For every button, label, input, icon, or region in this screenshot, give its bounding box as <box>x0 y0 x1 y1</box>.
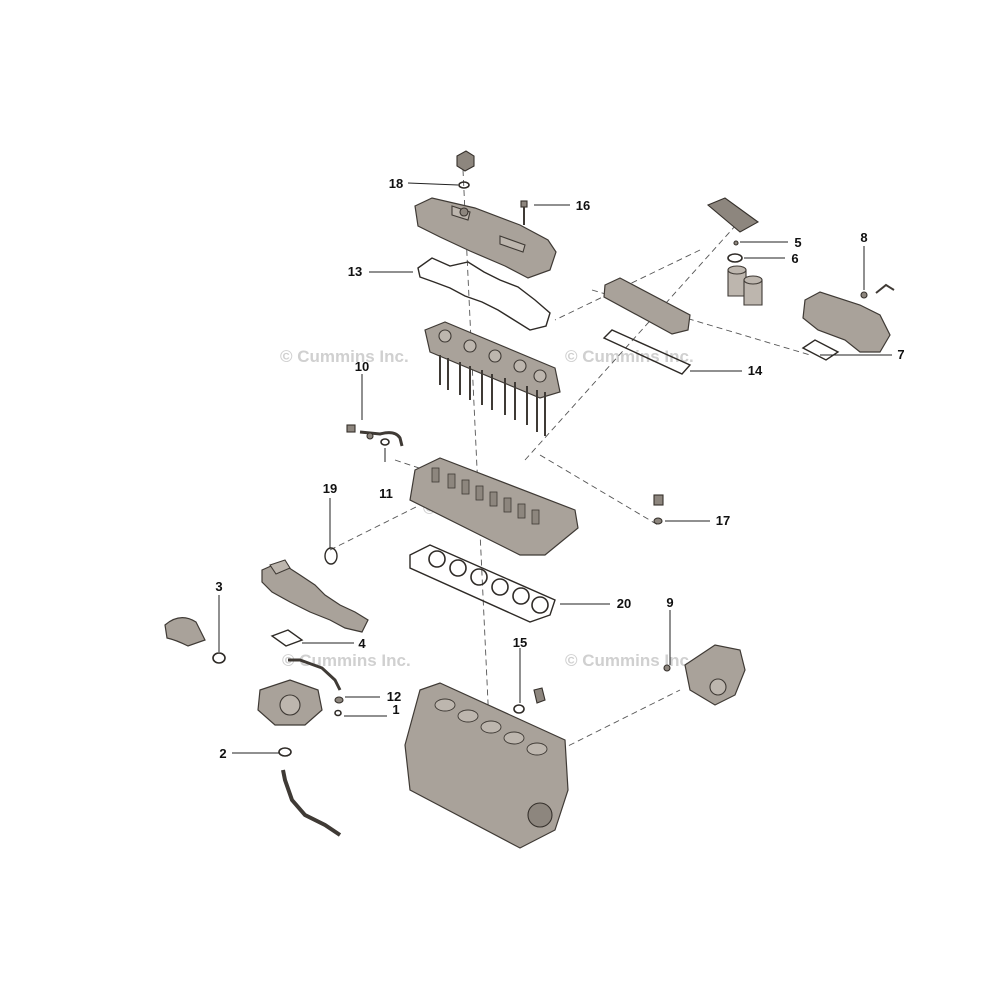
oil-supply-tube <box>288 658 342 691</box>
watermark-text: © Cummins Inc. <box>280 347 409 366</box>
callout-17: 17 <box>716 513 730 528</box>
head-gasket <box>409 544 556 623</box>
callout-6: 6 <box>791 251 798 266</box>
air-compressor <box>663 644 746 706</box>
callout-18: 18 <box>389 176 403 191</box>
callout-7: 7 <box>897 347 904 362</box>
valve-cover <box>414 197 557 279</box>
callout-1: 1 <box>392 702 399 717</box>
callout-8: 8 <box>860 230 867 245</box>
callout-10: 10 <box>355 359 369 374</box>
turbo-fittings <box>334 696 344 717</box>
fuel-filter-head <box>706 197 760 263</box>
callout-4: 4 <box>358 636 366 651</box>
breather-tube <box>346 424 404 447</box>
callout-20: 20 <box>617 596 631 611</box>
turbocharger <box>257 679 323 726</box>
turbo-flange-gasket <box>270 629 304 647</box>
callout-5: 5 <box>794 235 801 250</box>
head-plug <box>653 494 664 525</box>
callout-11: 11 <box>379 486 393 501</box>
callout-2: 2 <box>219 746 226 761</box>
valve-cover-gasket <box>417 257 551 331</box>
manifold-gasket <box>324 547 338 565</box>
drain-o-ring <box>278 747 292 757</box>
callout-16: 16 <box>576 198 590 213</box>
exhaust-manifold <box>261 559 369 633</box>
callout-14: 14 <box>748 363 763 378</box>
callout-15: 15 <box>513 635 527 650</box>
oil-drain-tube <box>281 769 342 837</box>
turbo-elbow <box>164 617 226 664</box>
intake-air-connection <box>801 283 895 361</box>
callout-3: 3 <box>215 579 222 594</box>
oil-filler-cap <box>456 150 475 189</box>
cylinder-block <box>404 682 569 849</box>
callout-12: 12 <box>387 689 401 704</box>
callout-13: 13 <box>348 264 362 279</box>
block-fitting <box>513 687 546 714</box>
cylinder-head <box>409 457 579 556</box>
callout-9: 9 <box>666 595 673 610</box>
callout-19: 19 <box>323 481 337 496</box>
callout-labels: 1 2 3 4 5 6 7 8 9 10 11 12 13 14 15 16 1… <box>215 176 904 761</box>
watermark-text: © Cummins Inc. <box>565 651 694 670</box>
intake-cover <box>602 277 692 375</box>
leader-lines <box>218 182 892 754</box>
fuel-filters <box>727 265 763 306</box>
valve-cover-bolt <box>520 200 528 225</box>
rocker-lever-assembly <box>424 321 561 436</box>
